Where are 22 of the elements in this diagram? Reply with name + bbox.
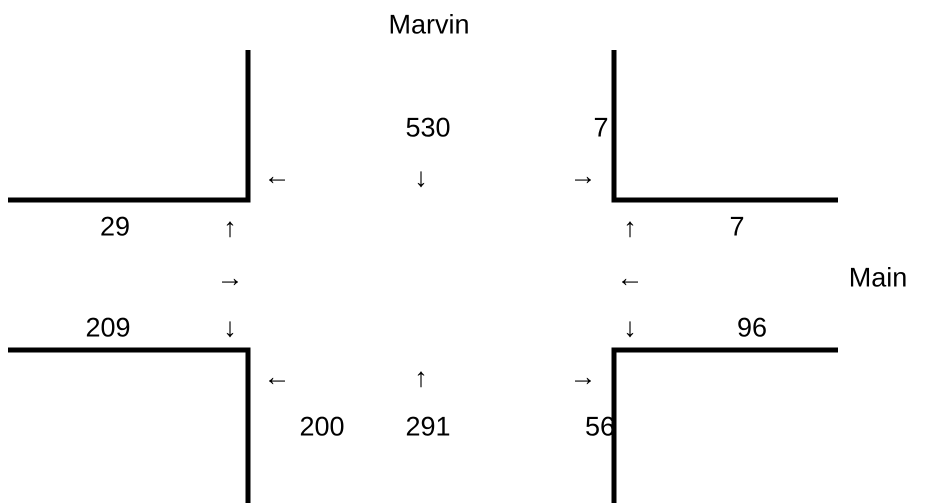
traffic-count: 291	[405, 414, 451, 440]
direction-arrow: ↑	[414, 364, 428, 392]
traffic-count: 7	[593, 114, 609, 142]
direction-arrow: ↑	[623, 214, 637, 242]
direction-arrow: ↓	[414, 164, 428, 192]
direction-arrow: ↓	[623, 314, 637, 342]
direction-arrow: ↓	[223, 314, 237, 342]
traffic-count: 96	[736, 314, 768, 342]
direction-arrow: →	[570, 162, 596, 190]
direction-arrow: ←	[616, 264, 644, 292]
traffic-count: 7	[729, 214, 745, 240]
street-name: Marvin	[388, 12, 470, 38]
direction-arrow: →	[570, 364, 596, 390]
traffic-count: 209	[85, 314, 131, 342]
direction-arrow: ←	[264, 364, 290, 390]
direction-arrow: →	[216, 264, 244, 292]
traffic-count: 200	[299, 414, 345, 440]
traffic-count: 530	[405, 114, 451, 142]
street-name: Main	[848, 264, 908, 292]
direction-arrow: ↑	[223, 214, 237, 242]
direction-arrow: ←	[264, 162, 290, 190]
traffic-count: 29	[100, 214, 130, 240]
